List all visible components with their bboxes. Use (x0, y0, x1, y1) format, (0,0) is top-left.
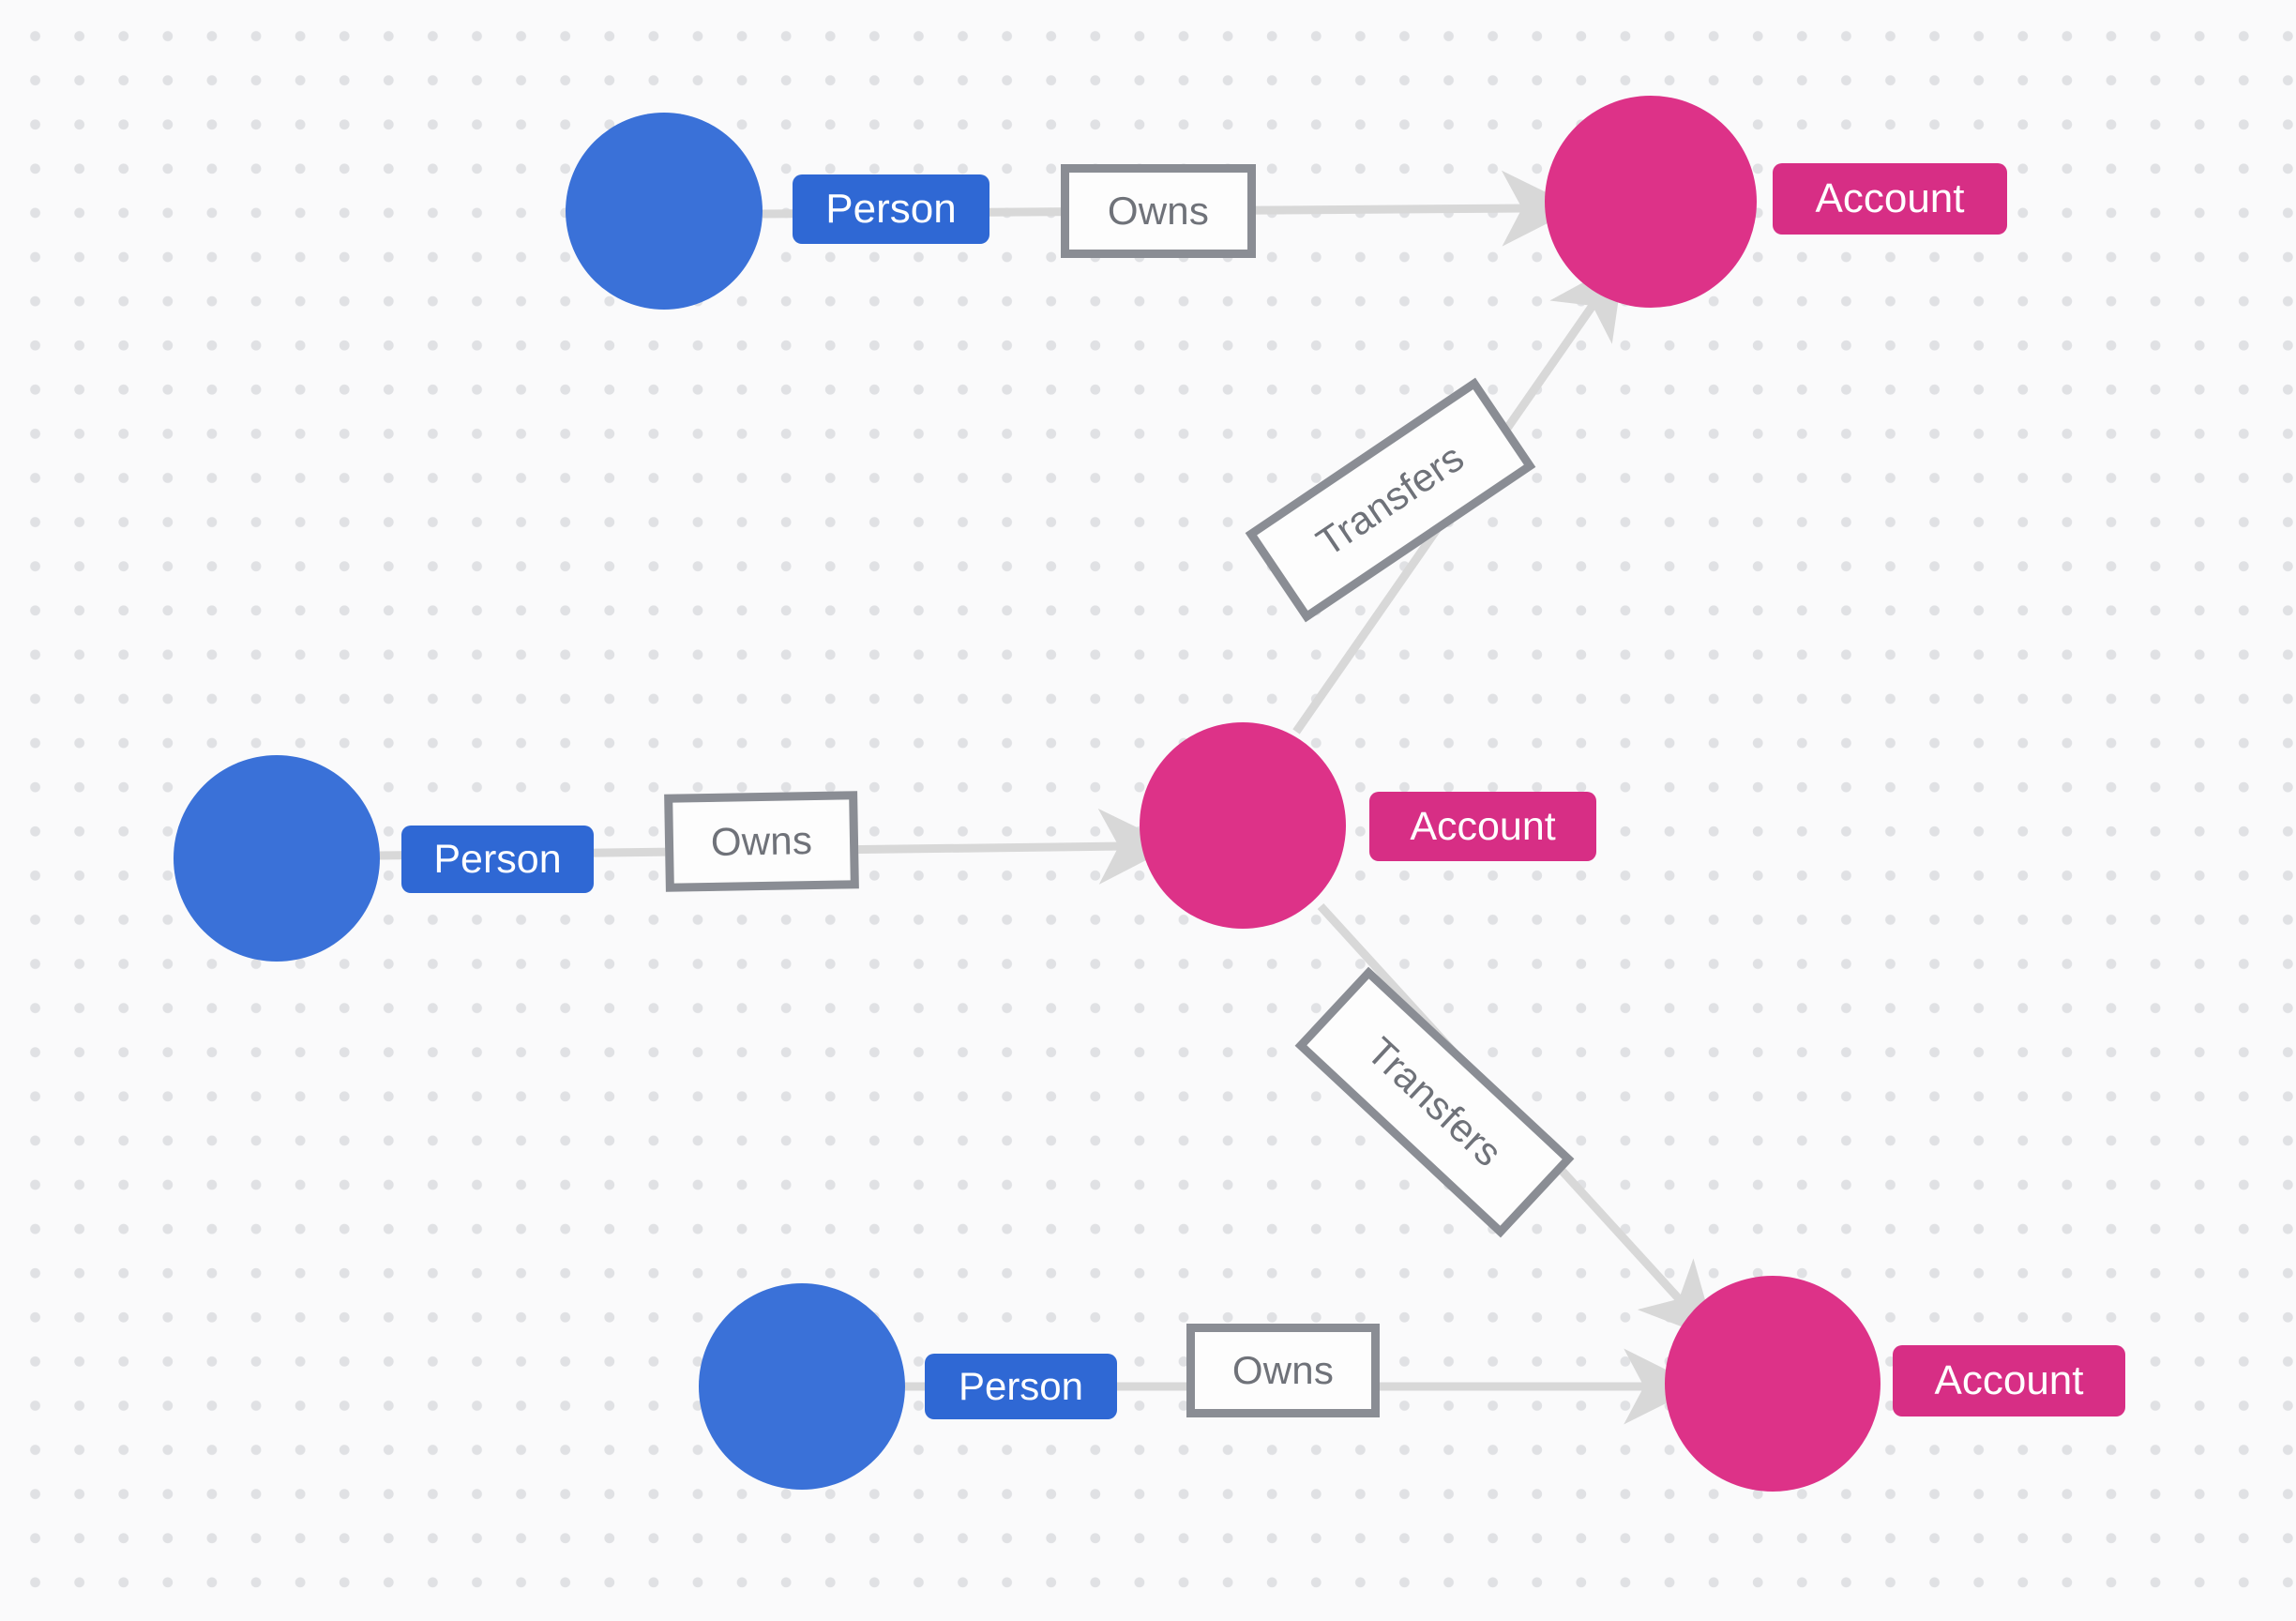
edge-label-transfers-1[interactable]: Transfers (1245, 377, 1536, 623)
node-label-account-2[interactable]: Account (1369, 792, 1596, 861)
node-person-2[interactable] (174, 755, 380, 962)
node-label-person-1[interactable]: Person (793, 174, 989, 244)
node-person-1[interactable] (566, 113, 763, 310)
edge-label-owns-1[interactable]: Owns (1061, 164, 1256, 258)
node-account-3[interactable] (1665, 1276, 1881, 1492)
edge-label-owns-2[interactable]: Owns (664, 791, 859, 892)
node-label-account-3[interactable]: Account (1893, 1345, 2125, 1416)
node-person-3[interactable] (699, 1283, 905, 1490)
edge-label-transfers-2[interactable]: Transfers (1294, 966, 1575, 1238)
node-account-2[interactable] (1140, 722, 1346, 929)
node-label-person-3[interactable]: Person (925, 1354, 1117, 1419)
edge-label-owns-3[interactable]: Owns (1186, 1324, 1380, 1417)
node-account-1[interactable] (1545, 96, 1757, 308)
node-label-account-1[interactable]: Account (1773, 163, 2007, 235)
node-label-person-2[interactable]: Person (401, 826, 594, 893)
